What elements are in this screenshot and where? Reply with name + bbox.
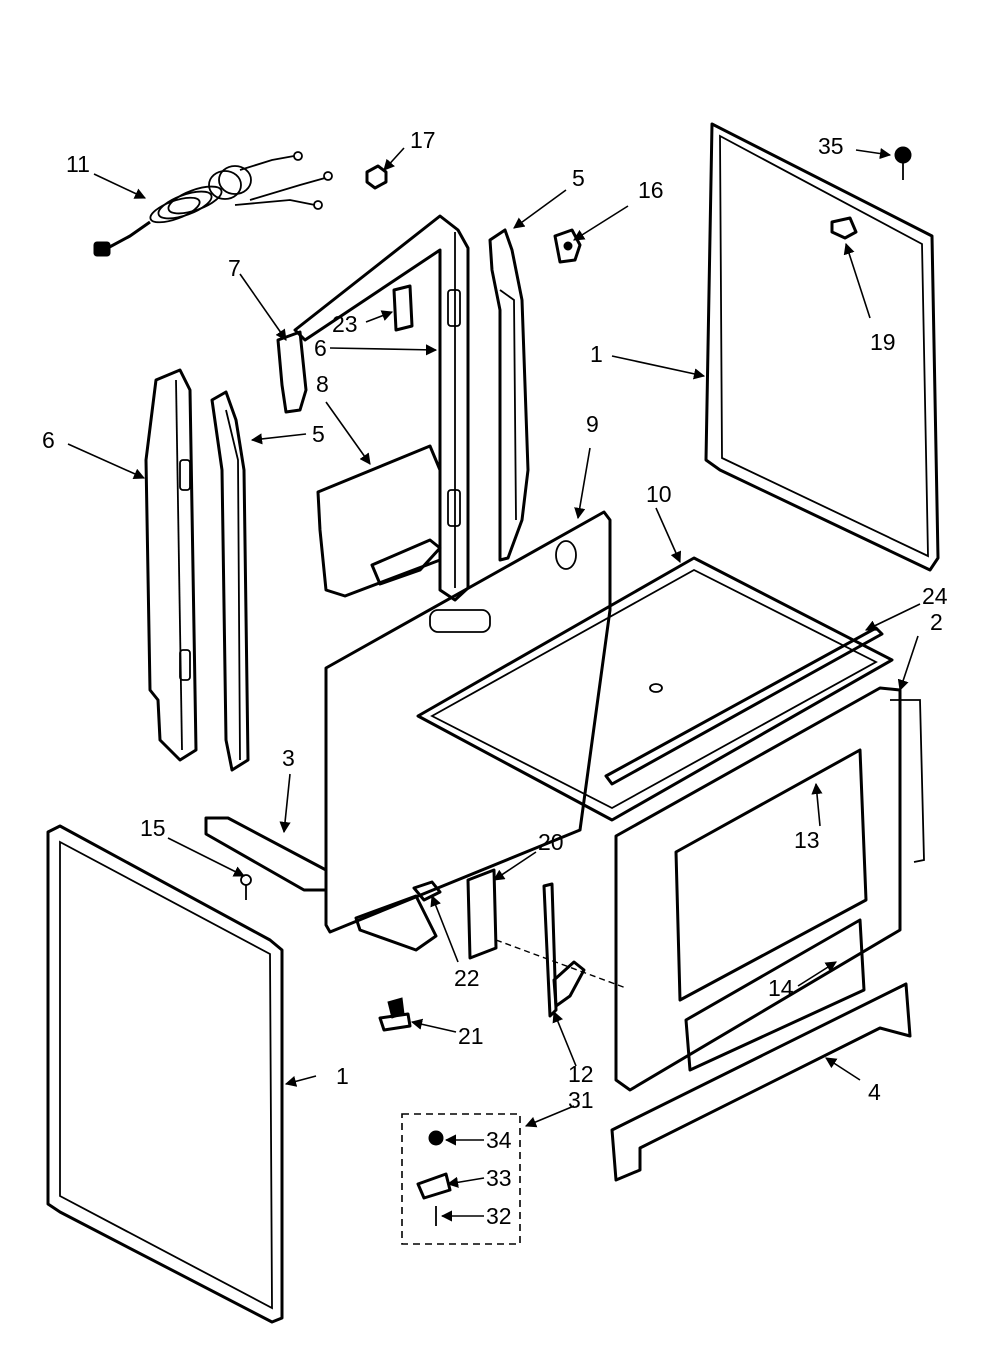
side-bracket-right xyxy=(488,228,530,562)
oven-top-part-10 xyxy=(416,556,894,822)
clip-part-19 xyxy=(830,216,858,240)
power-cord-part xyxy=(93,151,333,257)
callout-3: 3 xyxy=(282,745,295,771)
callout-31: 31 xyxy=(568,1087,594,1113)
bottom-strip-part-3 xyxy=(204,816,328,892)
bracket-part-22 xyxy=(412,880,442,902)
callout-2: 2 xyxy=(930,609,943,635)
callout-19: 19 xyxy=(870,329,896,355)
callout-10: 10 xyxy=(646,481,672,507)
callout-24: 24 xyxy=(922,583,948,609)
vent-duct-part-8 xyxy=(316,444,442,598)
callout-11: 11 xyxy=(66,151,90,177)
strip-part-24 xyxy=(604,626,884,786)
callout-23: 23 xyxy=(332,311,358,337)
bracket-part-33 xyxy=(416,1172,452,1200)
rear-frame-panel xyxy=(293,214,470,602)
callout-1-top: 1 xyxy=(590,341,603,367)
callout-35: 35 xyxy=(818,133,844,159)
callout-15: 15 xyxy=(140,815,166,841)
kick-panel-part-4 xyxy=(610,982,912,1182)
front-frame-part-2 xyxy=(614,686,925,1092)
callout-7: 7 xyxy=(228,255,241,281)
clip-part-16 xyxy=(553,228,582,264)
callout-32: 32 xyxy=(486,1203,512,1229)
lower-panel-part-14 xyxy=(684,918,866,1072)
callout-13: 13 xyxy=(794,827,820,853)
callout-22: 22 xyxy=(454,965,480,991)
callout-17: 17 xyxy=(410,127,436,153)
hinge-part-12 xyxy=(495,882,627,1018)
callout-4: 4 xyxy=(868,1079,881,1105)
callout-5-left: 5 xyxy=(312,421,325,447)
callout-12: 12 xyxy=(568,1061,594,1087)
bracket-part-20 xyxy=(466,868,498,960)
leader-lines xyxy=(67,147,921,1222)
callout-34: 34 xyxy=(486,1127,512,1153)
callout-33: 33 xyxy=(486,1165,512,1191)
screw-part-35 xyxy=(894,146,912,180)
side-bracket-left xyxy=(210,390,250,772)
side-panel-right xyxy=(704,122,940,572)
callout-5-top: 5 xyxy=(572,165,585,191)
callout-8: 8 xyxy=(316,371,329,397)
rear-panel-part-9 xyxy=(324,510,612,934)
leveling-leg-part-21 xyxy=(378,997,412,1032)
callout-16: 16 xyxy=(638,177,664,203)
callout-6-mid: 6 xyxy=(314,335,327,361)
callout-14: 14 xyxy=(768,975,794,1001)
callout-6-left: 6 xyxy=(42,427,55,453)
screw-part-15 xyxy=(240,874,252,900)
callout-1-bottom: 1 xyxy=(336,1063,349,1089)
bracket-part-23 xyxy=(392,284,414,332)
callout-9: 9 xyxy=(586,411,599,437)
bottom-tray xyxy=(354,894,438,952)
inset-box-31 xyxy=(401,1113,521,1245)
clip-part-17 xyxy=(365,164,388,190)
callout-20: 20 xyxy=(538,829,564,855)
screw-part-34 xyxy=(428,1130,444,1146)
bracket-part-7 xyxy=(276,330,308,414)
callout-labels: 11 17 5 16 35 7 23 6 8 19 1 6 5 9 10 24 … xyxy=(42,127,948,1229)
side-panel-left xyxy=(46,824,284,1324)
left-frame-rail xyxy=(144,368,198,762)
door-window-part-13 xyxy=(674,748,868,1002)
callout-21: 21 xyxy=(458,1023,484,1049)
